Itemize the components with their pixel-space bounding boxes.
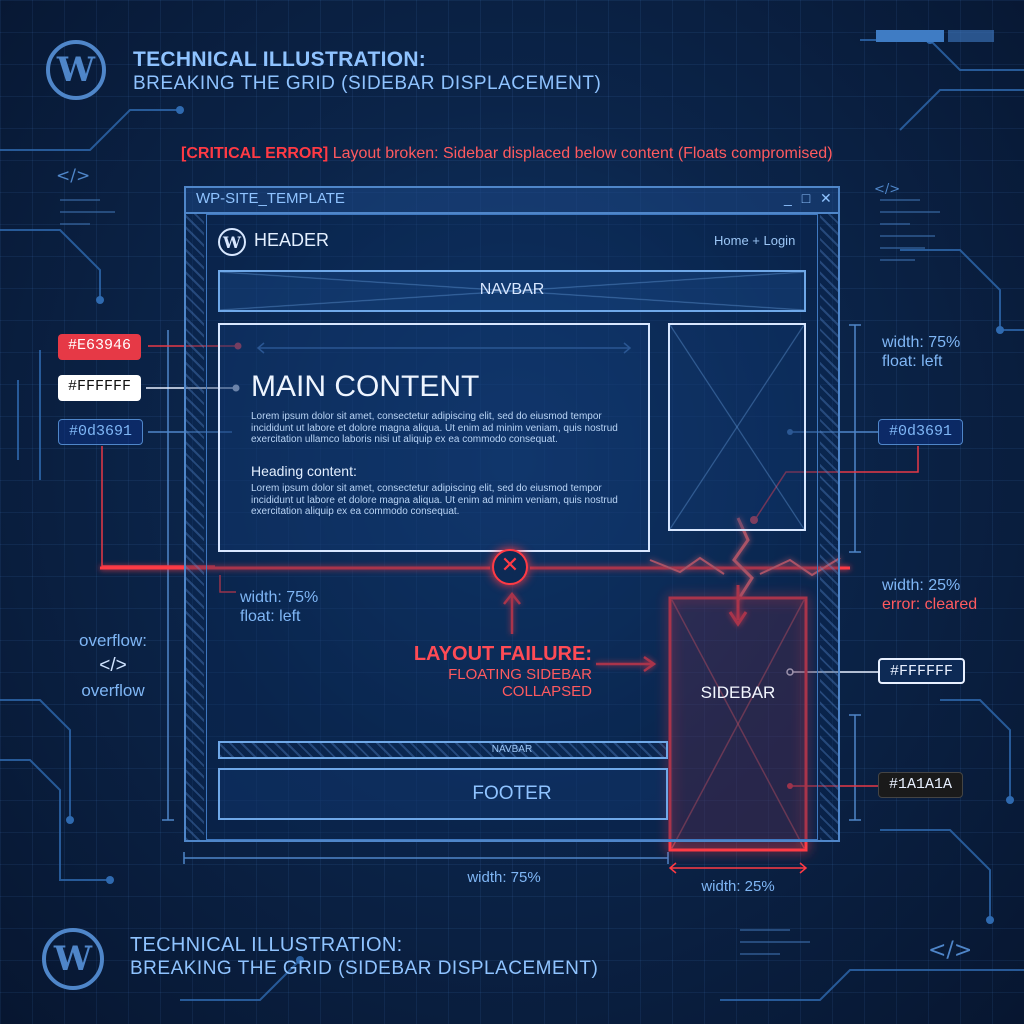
- navbar-label: NAVBAR: [479, 281, 545, 298]
- swatch-dark-right: #1A1A1A: [878, 772, 964, 798]
- minimize-button[interactable]: _: [784, 190, 792, 206]
- main-content-box: [218, 323, 650, 552]
- maximize-button[interactable]: □: [801, 190, 811, 206]
- page-subtitle: BREAKING THE GRID (SIDEBAR DISPLACEMENT): [133, 73, 602, 94]
- original-sidebar-slot: [668, 323, 806, 531]
- window-controls[interactable]: _ □ ✕: [784, 190, 832, 207]
- layout-failure-callout: LAYOUT FAILURE: FLOATING SIDEBAR COLLAPS…: [356, 643, 592, 700]
- annotation-right-mid: width: 25% error: cleared: [882, 576, 977, 614]
- site-header-label: HEADER: [254, 230, 330, 250]
- footer-box: [218, 768, 668, 820]
- annotation-right-top-width: width: 75%: [882, 334, 961, 351]
- main-paragraph-1: Lorem ipsum dolor sit amet, consectetur …: [251, 411, 618, 445]
- code-icon-bottom-right: </>: [928, 938, 973, 963]
- error-text: Layout broken: Sidebar displaced below c…: [332, 145, 833, 162]
- annotation-bottom-sidebar-width: width: 25%: [701, 878, 775, 895]
- footer-label: FOOTER: [472, 783, 552, 804]
- site-logo-icon: W: [218, 228, 246, 256]
- code-icon: </>: [99, 655, 127, 676]
- window-title: WP-SITE_TEMPLATE: [196, 190, 345, 207]
- site-body: [206, 214, 818, 840]
- header-nav-links[interactable]: Home + Login: [714, 233, 796, 248]
- failure-title: LAYOUT FAILURE:: [413, 643, 592, 665]
- wordpress-logo-bottom-icon: W: [42, 928, 104, 990]
- sidebar-label: SIDEBAR: [700, 683, 776, 702]
- code-icon-top-right: </>: [874, 182, 901, 197]
- footer-title: TECHNICAL ILLUSTRATION:: [130, 934, 403, 956]
- error-tag: [CRITICAL ERROR]: [181, 145, 329, 162]
- main-subheading: Heading content:: [251, 463, 357, 479]
- annotation-sidebar-width: width: 25%: [882, 577, 961, 594]
- annotation-main-width-value: width: 75%: [240, 589, 319, 606]
- annotation-main-float-value: float: left: [240, 608, 301, 625]
- page-title: TECHNICAL ILLUSTRATION:: [133, 48, 427, 71]
- navbar-lower-label: NAVBAR: [491, 744, 533, 755]
- break-x-icon: ✕: [492, 549, 528, 585]
- annotation-right-top: width: 75% float: left: [882, 333, 960, 371]
- swatch-white-right: #FFFFFF: [878, 658, 966, 684]
- navbar-lower[interactable]: [218, 741, 668, 759]
- main-paragraph-2: Lorem ipsum dolor sit amet, consectetur …: [251, 483, 618, 517]
- navbar[interactable]: [218, 270, 806, 312]
- failure-subtitle: FLOATING SIDEBAR COLLAPSED: [448, 666, 592, 700]
- swatch-white-left: #FFFFFF: [58, 375, 142, 401]
- footer-subtitle: BREAKING THE GRID (SIDEBAR DISPLACEMENT): [130, 958, 599, 979]
- swatch-blue-left: #0d3691: [58, 419, 144, 445]
- wordpress-logo-icon: W: [46, 40, 106, 100]
- code-icon-top-left: </>: [56, 166, 91, 186]
- annotation-main-width: width: 75% float: left: [240, 588, 318, 626]
- annotation-right-top-float: float: left: [882, 353, 943, 370]
- annotation-error-cleared: error: cleared: [882, 596, 978, 613]
- critical-error-message: [CRITICAL ERROR] Layout broken: Sidebar …: [181, 145, 833, 163]
- main-content-title: MAIN CONTENT: [251, 370, 480, 403]
- swatch-red: #E63946: [58, 334, 142, 360]
- window-titlebar: [186, 188, 838, 214]
- right-gutter: [820, 214, 838, 840]
- swatch-blue-right: #0d3691: [878, 419, 964, 445]
- annotation-overflow: overflow: </> overflow: [68, 628, 158, 703]
- left-gutter: [186, 214, 204, 840]
- annotation-bottom-main-width: width: 75%: [467, 869, 541, 886]
- close-button[interactable]: ✕: [820, 190, 832, 206]
- browser-window: [184, 186, 840, 842]
- annotation-overflow-label: overflow:: [78, 631, 148, 650]
- annotation-overflow-value: overflow: [81, 681, 145, 700]
